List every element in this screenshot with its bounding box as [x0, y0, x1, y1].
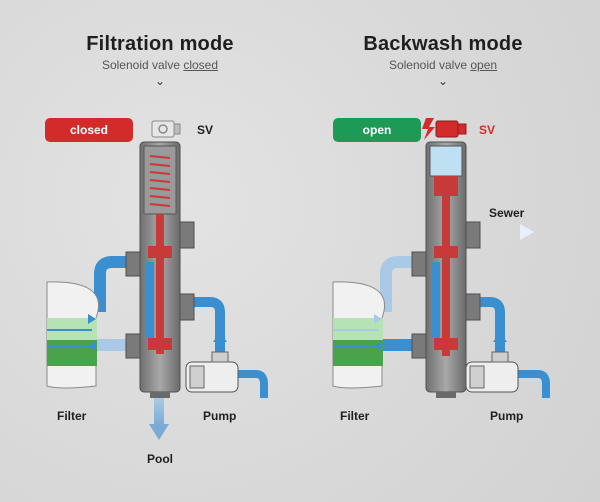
filtration-subtitle: Solenoid valve closed — [40, 58, 280, 72]
status-badge-closed: closed — [45, 118, 133, 142]
label-pump-filtration: Pump — [203, 409, 237, 423]
filtration-subtitle-state: closed — [183, 58, 219, 72]
chevron-down-icon: ⌄ — [437, 74, 449, 88]
filtration-group — [46, 120, 268, 440]
status-badge-open: open — [333, 118, 421, 142]
label-pump-backwash: Pump — [490, 409, 524, 423]
label-filter-backwash: Filter — [340, 409, 370, 423]
backwash-subtitle: Solenoid valve open — [323, 58, 563, 72]
solenoid-valve-active-icon — [422, 118, 467, 140]
label-sewer: Sewer — [489, 206, 525, 220]
backwash-subtitle-prefix: Solenoid valve — [388, 58, 471, 72]
filtration-subtitle-prefix: Solenoid valve — [101, 58, 184, 72]
filter-tank-icon — [332, 281, 386, 389]
solenoid-valve-icon — [151, 120, 181, 138]
backwash-title: Backwash mode — [363, 33, 523, 55]
chevron-down-icon: ⌄ — [154, 74, 166, 88]
spring-icon — [149, 155, 171, 207]
backwash-subtitle-state: open — [470, 58, 498, 72]
filter-tank-icon — [46, 281, 100, 389]
filtration-title: Filtration mode — [86, 33, 234, 55]
pump-icon — [185, 351, 239, 393]
sv-label-backwash: SV — [479, 123, 496, 137]
backwash-group — [332, 118, 550, 398]
pump-icon — [465, 351, 519, 393]
sv-label-filtration: SV — [197, 123, 214, 137]
flow-arrow-down-icon — [149, 398, 169, 440]
label-filter-filtration: Filter — [57, 409, 87, 423]
label-pool: Pool — [147, 452, 173, 466]
